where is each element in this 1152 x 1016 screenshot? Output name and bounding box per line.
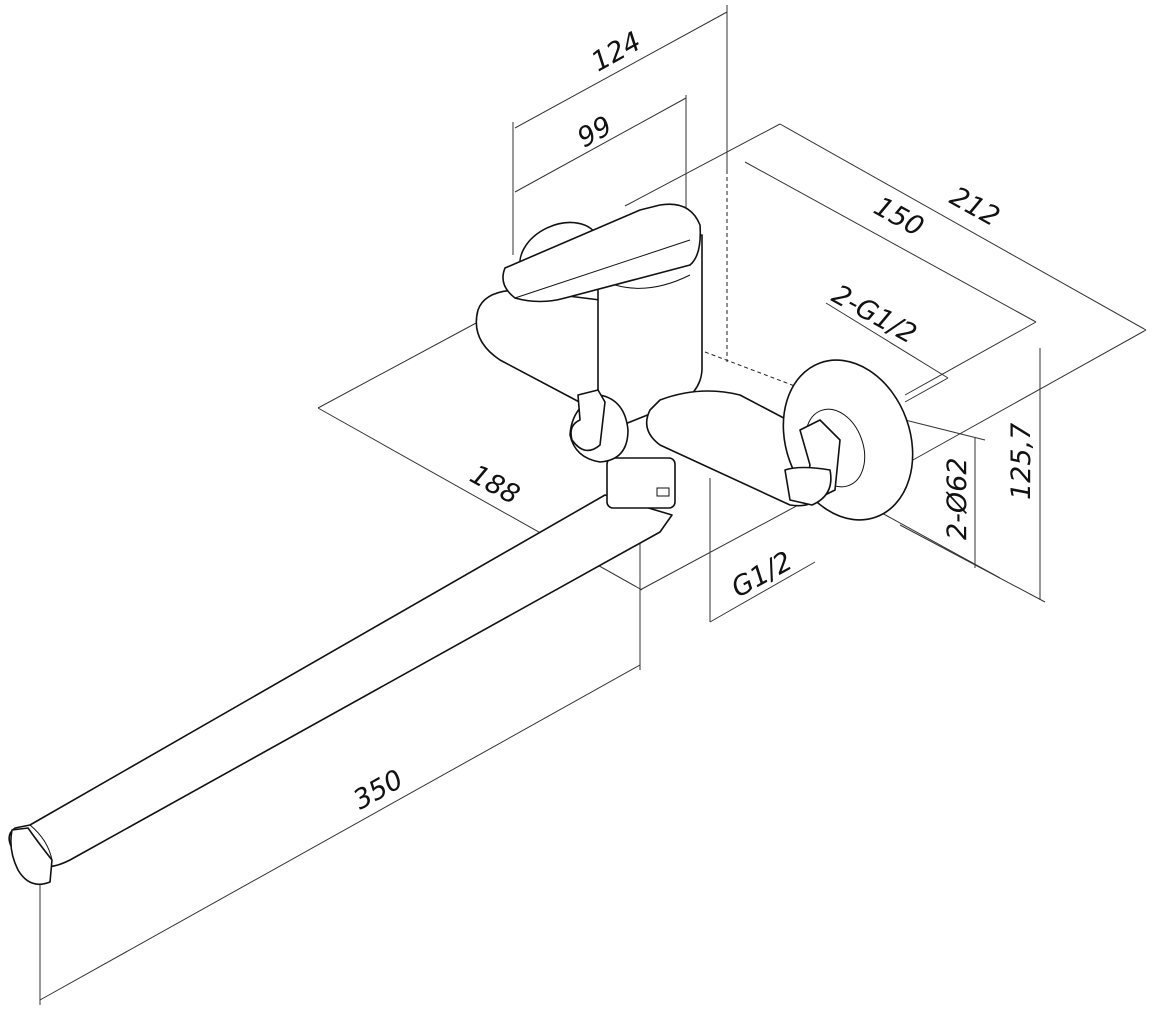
dim-line-350 — [39, 664, 641, 1001]
label-124: 124 — [586, 26, 646, 78]
label-99: 99 — [572, 110, 617, 154]
dim-line-g12 — [825, 302, 949, 379]
dim-line-124 — [514, 11, 728, 129]
label-g1-2: G1/2 — [726, 546, 797, 604]
dim-line-99 — [514, 97, 687, 193]
label-125-7: 125,7 — [1006, 423, 1037, 500]
right-wall-flange — [782, 359, 914, 521]
dimension-lines — [39, 5, 1147, 1005]
dim-line-150 — [744, 161, 1037, 323]
label-2-o62: 2-Ø62 — [942, 457, 973, 540]
left-arm — [475, 289, 611, 408]
lever-handle — [502, 203, 702, 303]
label-350: 350 — [348, 764, 408, 816]
faucet — [8, 203, 914, 886]
label-2-g1-2: 2-G1/2 — [827, 279, 922, 350]
label-212: 212 — [945, 181, 1005, 233]
spout — [8, 494, 673, 868]
label-188: 188 — [465, 459, 525, 511]
spout-collar — [606, 457, 676, 509]
spout-tip — [10, 827, 53, 886]
dim-line-212 — [779, 123, 1147, 331]
